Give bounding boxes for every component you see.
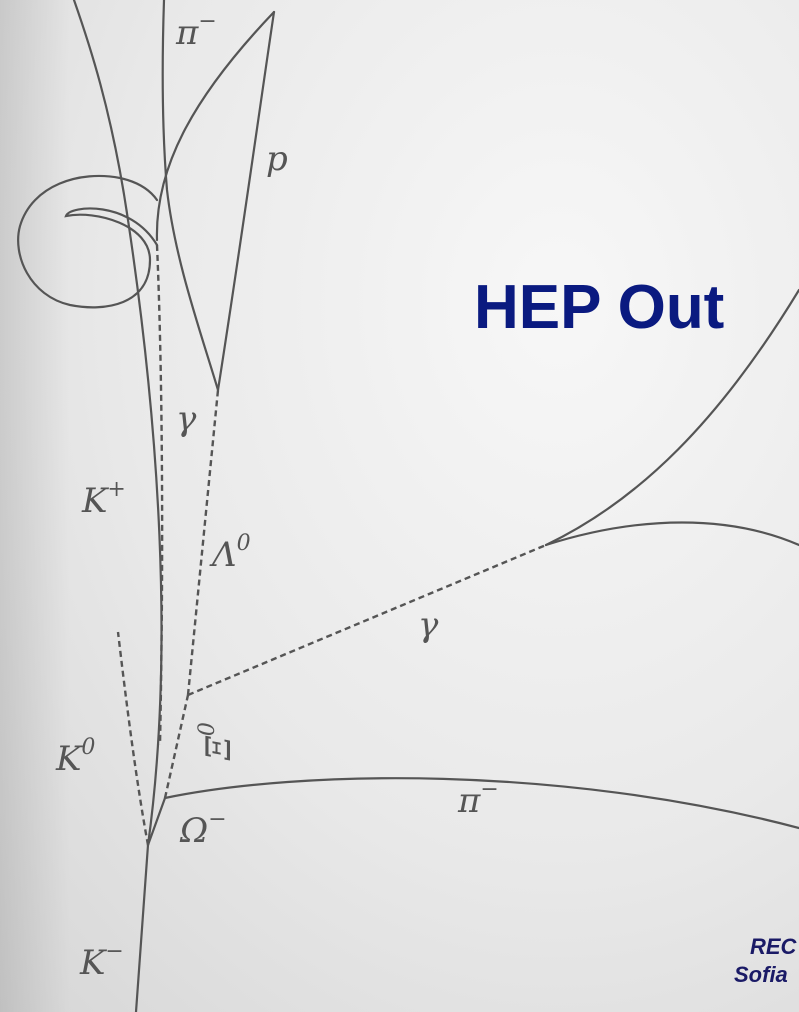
electron-track: [544, 288, 799, 547]
label-gamma-upper: γ: [176, 399, 197, 439]
label-gamma-middle: γ: [418, 605, 439, 645]
slide-title: HEP Out: [474, 273, 725, 342]
label-k-plus: K+: [81, 477, 126, 521]
label-pi-minus-top: π−: [175, 9, 217, 53]
label-omega-minus: Ω−: [179, 807, 227, 851]
xi-zero-dashed-track: [163, 694, 190, 799]
positron-track: [544, 521, 799, 547]
footer-line-1: REC: [750, 934, 797, 959]
pi-minus-top-track: [161, 0, 220, 392]
k-minus-track: [134, 843, 150, 1012]
k-zero-dashed-track: [116, 631, 150, 846]
left-edge-shadow: [0, 0, 70, 1012]
spiral-track: [17, 174, 159, 309]
footer-line-2: Sofia: [734, 962, 788, 987]
label-k-minus: K−: [79, 939, 124, 983]
label-proton: p: [266, 139, 288, 179]
omega-minus-track: [146, 796, 167, 847]
pi-minus-bottom-track: [163, 777, 799, 830]
label-xi-zero: Ξ0: [195, 722, 239, 761]
gamma-middle-dashed-track: [187, 543, 547, 697]
proton-track: [216, 10, 276, 392]
k-plus-track: [72, 0, 163, 847]
arc-track: [155, 10, 276, 242]
label-lambda-zero: Λ0: [209, 531, 251, 575]
lambda-zero-dashed-track: [186, 389, 220, 696]
gamma-upper-dashed-track: [155, 244, 164, 746]
label-k-zero: K0: [55, 735, 95, 779]
label-pi-minus-bottom: π−: [457, 777, 499, 821]
